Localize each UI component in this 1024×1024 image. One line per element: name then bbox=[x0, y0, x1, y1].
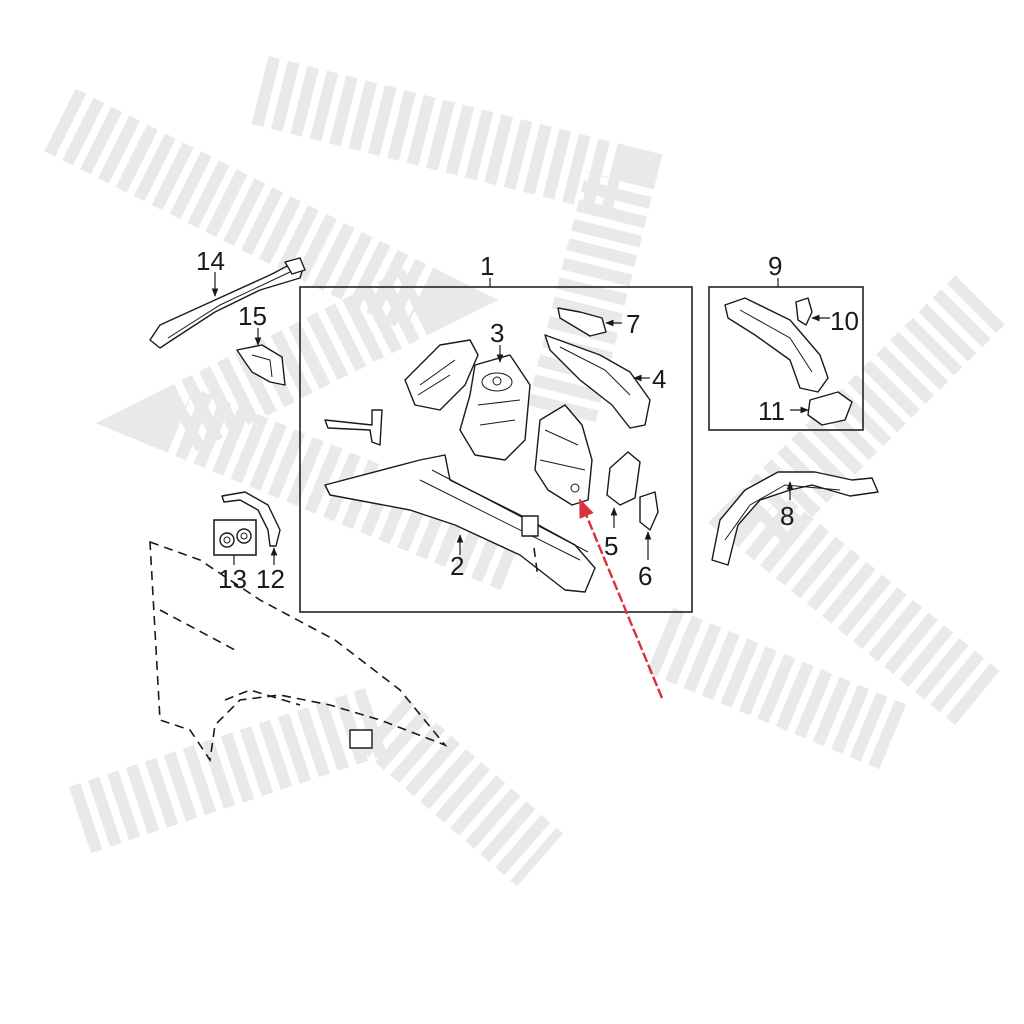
part-inner-panel bbox=[534, 404, 593, 506]
callout-10[interactable]: 10 bbox=[830, 306, 859, 336]
part-11-plate bbox=[807, 391, 853, 426]
callout-6[interactable]: 6 bbox=[638, 561, 652, 591]
fender-outline bbox=[149, 540, 448, 763]
callout-12[interactable]: 12 bbox=[256, 564, 285, 594]
callout-3[interactable]: 3 bbox=[490, 318, 504, 348]
callout-11[interactable]: 11 bbox=[758, 396, 785, 426]
part-12-strip bbox=[221, 491, 281, 547]
group-box-9 bbox=[708, 286, 864, 431]
part-3-shock-tower bbox=[459, 354, 531, 461]
part-8-crossmember bbox=[711, 471, 879, 566]
highlight-pointer bbox=[578, 498, 664, 699]
part-15-bracket bbox=[236, 344, 286, 386]
part-7-bracket bbox=[557, 307, 607, 337]
part-strap bbox=[324, 409, 383, 446]
part-14-upper-rail bbox=[149, 257, 306, 349]
part-5-plate bbox=[606, 451, 641, 506]
callout-4[interactable]: 4 bbox=[652, 364, 666, 394]
part-4-side-rail bbox=[544, 334, 651, 429]
part-6-bracket bbox=[639, 491, 659, 531]
watermark bbox=[44, 56, 1005, 887]
group-box-13 bbox=[213, 519, 257, 556]
part-apron-bracket bbox=[404, 339, 479, 411]
callout-13[interactable]: 13 bbox=[218, 564, 247, 594]
callout-2[interactable]: 2 bbox=[450, 551, 464, 581]
group-box-1 bbox=[299, 286, 693, 613]
callout-1[interactable]: 1 bbox=[480, 251, 494, 281]
part-10-clip bbox=[795, 297, 813, 326]
part-13-grommets bbox=[219, 528, 252, 548]
callout-5[interactable]: 5 bbox=[604, 531, 618, 561]
callout-14[interactable]: 14 bbox=[196, 246, 225, 276]
part-9-rail bbox=[724, 297, 829, 393]
part-2-frame-rail bbox=[324, 454, 596, 593]
callout-15[interactable]: 15 bbox=[238, 301, 267, 331]
callout-9[interactable]: 9 bbox=[768, 251, 782, 281]
callout-7[interactable]: 7 bbox=[626, 309, 640, 339]
callout-8[interactable]: 8 bbox=[780, 501, 794, 531]
